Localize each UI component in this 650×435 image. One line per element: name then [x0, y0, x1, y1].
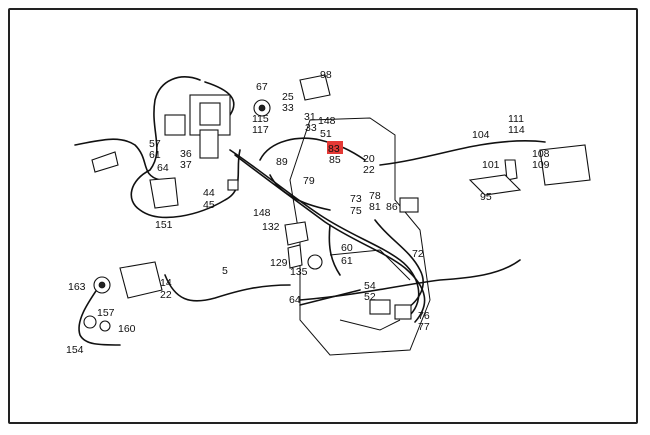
wire-154	[78, 284, 121, 346]
label-77: 77	[418, 321, 430, 333]
label-73: 73	[350, 193, 362, 205]
part-76	[394, 304, 412, 320]
label-79: 79	[303, 175, 315, 187]
label-60: 60	[341, 242, 353, 254]
part-129	[287, 244, 303, 269]
clip-44	[227, 179, 239, 191]
label-51: 51	[320, 128, 332, 140]
label-89: 89	[276, 156, 288, 168]
label-95: 95	[480, 191, 492, 203]
label-45: 45	[203, 199, 215, 211]
label-20: 20	[363, 153, 375, 165]
label-148b: 148	[253, 207, 271, 219]
label-61a: 61	[149, 149, 161, 161]
label-154: 154	[66, 344, 84, 356]
wire-60	[328, 224, 341, 276]
label-61b: 61	[341, 255, 353, 267]
label-76: 76	[418, 310, 430, 322]
label-101: 101	[482, 159, 500, 171]
label-85: 85	[329, 154, 341, 166]
label-22a: 22	[363, 164, 375, 176]
wire-right-branch	[379, 139, 546, 166]
highlight-box-83	[327, 141, 343, 154]
relay-36	[199, 129, 219, 159]
label-33b: 33	[305, 122, 317, 134]
label-31: 31	[304, 111, 316, 123]
module-14	[119, 261, 163, 299]
wire-left-probe	[74, 138, 161, 181]
label-117: 117	[252, 124, 269, 136]
connector-98	[299, 74, 331, 101]
sensor-132	[284, 221, 309, 246]
label-64a: 64	[157, 162, 169, 174]
label-132: 132	[262, 221, 280, 233]
part-54	[369, 299, 391, 315]
wire-main-diagonal	[229, 149, 420, 316]
label-54: 54	[364, 280, 376, 292]
label-148a: 148	[318, 115, 336, 127]
label-25: 25	[282, 91, 294, 103]
wire-main-diagonal-2	[234, 154, 426, 323]
label-115: 115	[252, 113, 269, 125]
relay-inner	[199, 102, 221, 126]
label-86: 86	[386, 201, 398, 213]
wire-5	[164, 274, 291, 302]
label-104: 104	[472, 129, 490, 141]
label-98: 98	[320, 69, 332, 81]
label-72: 72	[412, 248, 424, 260]
sensor-108	[539, 144, 591, 186]
label-67: 67	[256, 81, 268, 93]
part-151	[149, 177, 179, 209]
label-163: 163	[68, 281, 86, 293]
wire-64	[299, 289, 361, 306]
part-135	[307, 254, 323, 270]
label-64b: 64	[289, 294, 301, 306]
label-57: 57	[149, 138, 161, 150]
label-52: 52	[364, 291, 376, 303]
parts	[83, 74, 591, 332]
wire-left-loop	[130, 76, 241, 219]
label-160: 160	[118, 323, 136, 335]
label-83: 83	[328, 143, 340, 155]
wire-harness	[74, 76, 546, 346]
label-129: 129	[270, 257, 288, 269]
label-5: 5	[222, 265, 228, 277]
label-114: 114	[508, 124, 525, 136]
bolt-101	[504, 159, 518, 181]
callout-labels: 98 67 25 33 115 117 31 148 33 51 83 85 2…	[66, 69, 550, 356]
connector-86	[399, 197, 419, 213]
label-75: 75	[350, 205, 362, 217]
wire-72	[374, 219, 424, 311]
label-157: 157	[97, 307, 115, 319]
label-14: 14	[160, 277, 172, 289]
plug-left	[91, 151, 119, 173]
sensor-67-core	[258, 104, 266, 112]
label-111: 111	[508, 113, 524, 125]
wire-mid-top	[259, 137, 366, 161]
wire-mid-lower	[269, 174, 331, 211]
label-22b: 22	[160, 289, 172, 301]
label-135: 135	[290, 266, 308, 278]
bracket-95	[468, 174, 522, 196]
label-81: 81	[369, 201, 381, 213]
part-157	[83, 315, 97, 329]
label-44: 44	[203, 187, 215, 199]
part-160	[99, 320, 111, 332]
sensor-163-core	[98, 281, 106, 289]
label-37: 37	[180, 159, 192, 171]
wire-lower-right	[299, 259, 521, 301]
relay-57	[164, 114, 186, 136]
label-109: 109	[532, 159, 550, 171]
label-151: 151	[155, 219, 173, 231]
wire-top-connector	[204, 81, 235, 116]
label-36: 36	[180, 148, 192, 160]
label-108: 108	[532, 148, 550, 160]
label-33a: 33	[282, 102, 294, 114]
label-78: 78	[369, 190, 381, 202]
